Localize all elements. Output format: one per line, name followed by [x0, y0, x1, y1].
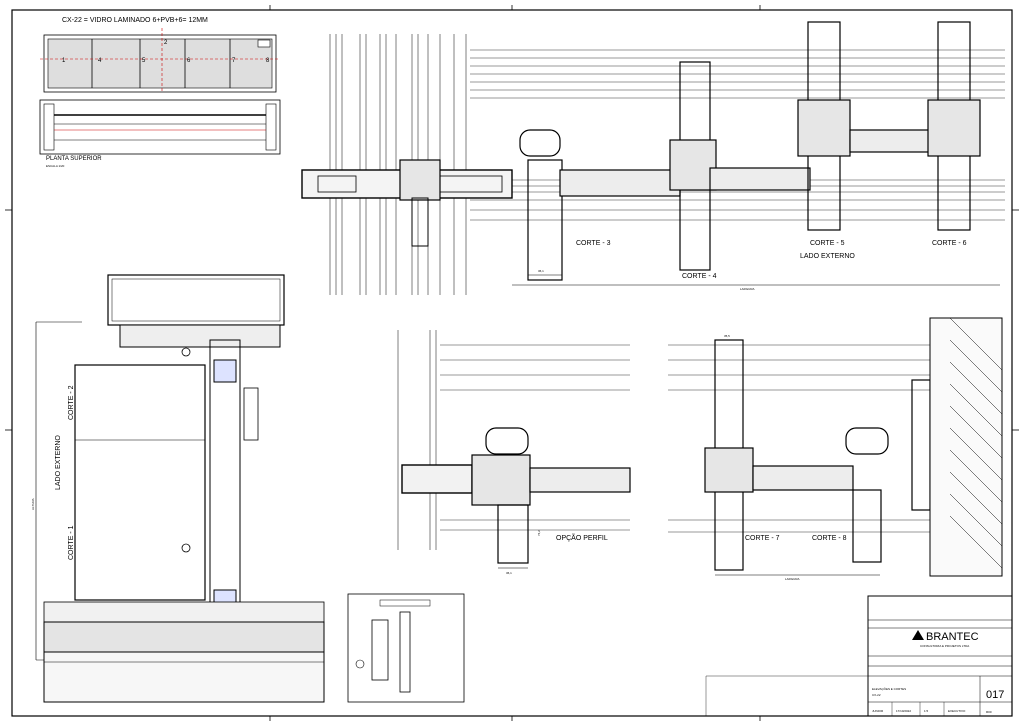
panel-number-1: 1 [62, 58, 66, 64]
panel-number-4: 4 [98, 58, 102, 64]
corte-5-label: CORTE - 5 [810, 240, 845, 247]
elevation-panel-numbers: 1 4 5 2 6 7 8 [62, 40, 270, 64]
largura-top-label: LARGURA [740, 287, 755, 291]
option-profile-drawing [397, 330, 631, 569]
responsible-name: JUNIOR [872, 709, 884, 713]
corte-8-label: CORTE - 8 [812, 535, 847, 542]
corte-6-label: CORTE - 6 [932, 240, 967, 247]
vertical-section-drawing [35, 274, 325, 703]
drawing-title: ELEVAÇÕES E CORTES [872, 686, 906, 691]
title-block [705, 595, 1013, 717]
corte-4-label: CORTE - 4 [682, 273, 717, 280]
panel-number-2: 2 [164, 40, 168, 46]
panel-number-8: 8 [266, 58, 270, 64]
right-section-drawing [668, 317, 1003, 577]
panel-number-6: 6 [187, 58, 191, 64]
revision-code: R00 [986, 710, 992, 714]
corte-3-label: CORTE - 3 [576, 240, 611, 247]
dim-36-1-middle: 36,1 [506, 571, 512, 575]
dim-36-1-top: 36,1 [538, 269, 544, 273]
plan-scale: ESCALA 1/20 [46, 164, 65, 168]
drawing-phase: EXECUTIVO [948, 709, 966, 713]
opcao-perfil-label: OPÇÃO PERFIL [556, 533, 608, 542]
corte-2-label: CORTE - 2 [68, 385, 75, 420]
corte-7-label: CORTE - 7 [745, 535, 780, 542]
altura-label: ALTURA [31, 498, 35, 510]
hardware-detail-box [347, 593, 465, 703]
header-title: CX-22 = VIDRO LAMINADO 6+PVB+6= 12MM [62, 17, 208, 24]
top-sections-drawing [301, 21, 1005, 295]
drawing-scale: 1:5 [924, 709, 929, 713]
corte-1-label: CORTE - 1 [68, 525, 75, 560]
drawing-subtitle: CX-22 [872, 693, 881, 697]
frame-tick-marks [5, 5, 1019, 721]
lado-externo-left-label: LADO EXTERNO [55, 435, 62, 490]
company-name: BRANTEC [926, 631, 979, 643]
brantec-logo: BRANTEC [912, 630, 979, 643]
dim-74-2: 74,2 [537, 530, 541, 536]
company-subtitle: CONSULTORIA E PROJETOS LTDA [920, 644, 969, 648]
panel-number-5: 5 [142, 58, 146, 64]
plan-view [39, 99, 281, 155]
panel-number-7: 7 [232, 58, 236, 64]
sheet-number: 017 [986, 689, 1004, 701]
lado-externo-top-label: LADO EXTERNO [800, 253, 855, 260]
dim-35-5: 35,5 [724, 334, 730, 338]
glass-elevation-strip [40, 28, 278, 93]
wall-hatch [949, 317, 1003, 569]
plan-title: PLANTA SUPERIOR [46, 156, 102, 162]
drawing-date: 17/10/2022 [896, 709, 911, 713]
largura-bottom-label: LARGURA [785, 577, 800, 581]
